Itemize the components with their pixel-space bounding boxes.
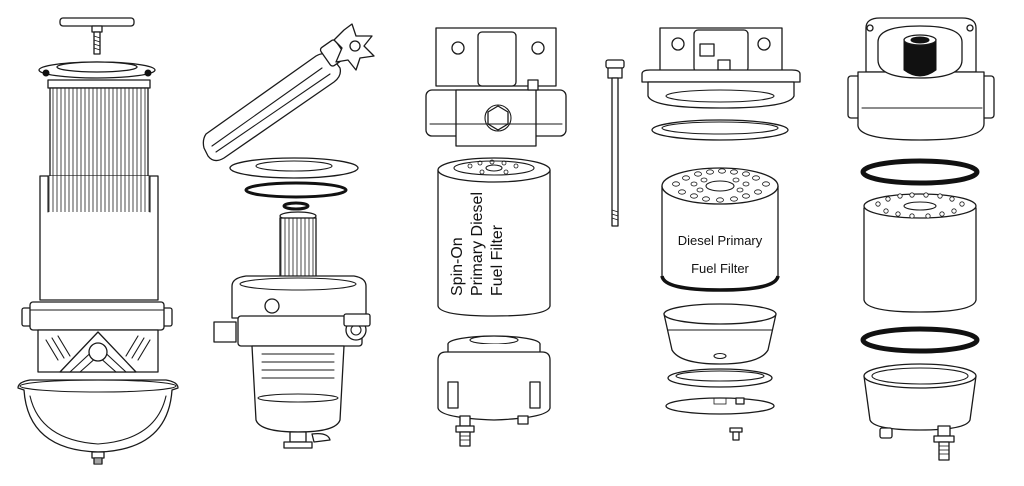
- center-rod: [605, 59, 625, 227]
- assembly-tilted-lid-filter: [202, 23, 375, 449]
- cartridge-label-line1: Diesel Primary: [678, 233, 763, 248]
- cartridge-bowl: [663, 303, 777, 441]
- cartridge-label-line2: Fuel Filter: [691, 261, 749, 276]
- assembly-spin-on-filter: Spin-On Primary Diesel Fuel Filter: [425, 27, 567, 447]
- o-ring-bottom: [860, 326, 980, 354]
- spin-on-label-line2: Primary Diesel: [469, 192, 486, 296]
- spin-on-canister: Spin-On Primary Diesel Fuel Filter: [437, 157, 551, 317]
- spin-on-bowl: [437, 335, 551, 447]
- filter-head: [213, 275, 371, 347]
- cartridge-element: Diesel Primary Fuel Filter: [660, 167, 780, 292]
- o-ring-top: [860, 158, 980, 186]
- ring-filter-element: [863, 192, 977, 313]
- assembly-ring-filter: [847, 17, 995, 461]
- assembly-cartridge-filter: Diesel Primary Fuel Filter: [605, 27, 801, 441]
- gasket-small: [282, 201, 310, 211]
- cartridge-gasket: [651, 119, 789, 141]
- see-through-bowl: [251, 345, 345, 449]
- cartridge-head: [641, 27, 801, 109]
- tilted-lid: [202, 23, 375, 162]
- ring-filter-bowl: [863, 363, 977, 461]
- t-handle: [59, 17, 135, 55]
- spin-on-label-line3: Fuel Filter: [489, 224, 506, 296]
- collection-bowl: [17, 379, 179, 465]
- rounded-head: [847, 17, 995, 141]
- gasket-large: [244, 181, 348, 199]
- assembly-tall-filter: [17, 17, 179, 465]
- mounting-head: [21, 301, 173, 373]
- spin-on-head: [425, 27, 567, 147]
- spin-on-label-line1: Spin-On: [449, 237, 466, 296]
- top-lid: [38, 61, 156, 79]
